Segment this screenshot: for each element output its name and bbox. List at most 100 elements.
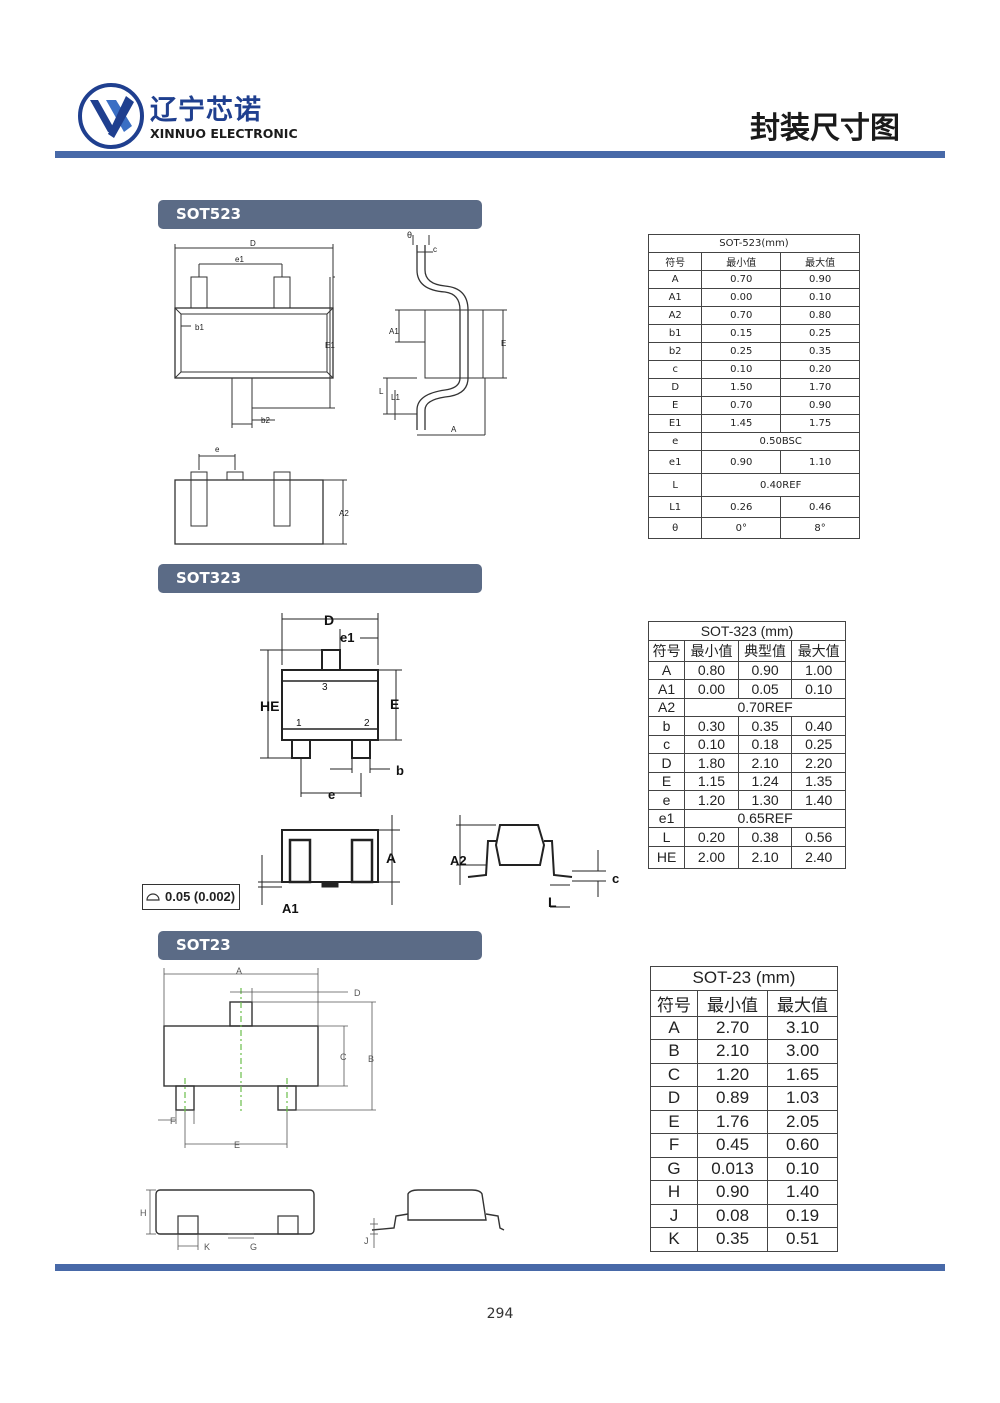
cell: G [649,1156,699,1181]
header-rule [55,151,945,158]
cell: E [647,771,686,791]
cell: 0.80 [780,306,860,325]
cell: 0.35 [697,1227,769,1252]
label-A1: A1 [282,901,299,916]
cell: 0.18 [737,734,793,754]
cell: 1.40 [791,790,846,810]
page-number: 294 [486,1306,514,1322]
cell: 0.26 [701,496,782,518]
cell: E [647,396,703,415]
cell: C [649,1062,699,1087]
label-L1: L1 [391,393,400,402]
label-F: F [170,1116,176,1126]
cell: 2.05 [767,1109,838,1134]
header-symbol: 符号 [649,989,699,1017]
cell: c [647,360,703,379]
header-max: 最大值 [780,252,860,271]
cell: b [647,716,686,736]
cell: 0.00 [701,288,782,307]
cell: 1.76 [697,1109,769,1134]
cell: 0.50BSC [701,432,860,451]
label-L: L [548,894,557,910]
cell: 2.10 [737,845,793,869]
cell: 0.10 [767,1156,838,1181]
cell: 3.00 [767,1039,838,1064]
label-G: G [250,1242,257,1252]
cell: 0.35 [780,342,860,361]
cell: A2 [647,306,703,325]
cell: 8° [780,517,860,539]
tolerance-frame: 0.05 (0.002) [142,884,241,910]
cell: D [649,1086,699,1111]
cell: 1.10 [780,450,860,474]
label-A2: A2 [450,853,467,868]
cell: 1.40 [767,1180,838,1205]
label-HE: HE [260,698,279,714]
label-A: A [236,966,242,976]
cell: 1.70 [780,378,860,397]
cell: 0.25 [701,342,782,361]
cell: 0.15 [701,324,782,343]
label-L: L [379,387,384,396]
header-max: 最大值 [767,989,838,1017]
cell: 0.20 [780,360,860,379]
footer-rule [55,1264,945,1271]
cell: A1 [647,679,686,699]
table-caption: SOT-23 (mm) [650,966,838,991]
cell: 1.80 [684,753,739,773]
cell: 1.20 [697,1062,769,1087]
cell: 0.30 [684,716,739,736]
cell: 0.25 [780,324,860,343]
cell: e1 [647,808,686,828]
profile-tolerance-icon [146,893,160,901]
label-D: D [250,239,256,248]
cell: 0.70 [701,396,782,415]
cell: 1.65 [767,1062,838,1087]
cell: 2.20 [791,753,846,773]
cell: K [649,1227,699,1252]
sot323-drawing: D e1 HE E 3 1 2 b e A A1 A2 L c [258,612,619,916]
cell: 1.45 [701,414,782,433]
label-E1: E1 [325,341,335,350]
cell: E [649,1109,699,1134]
label-A: A [386,850,396,866]
cell: 2.10 [697,1039,769,1064]
cell: A [649,1015,699,1040]
brand-name-cn: 辽宁芯诺 [150,95,262,126]
cell: 0.70 [701,270,782,289]
header-symbol: 符号 [647,252,703,271]
cell: 2.40 [791,845,846,869]
cell: 0.60 [767,1133,838,1158]
cell: 1.03 [767,1086,838,1111]
cell: L [647,473,703,497]
cell: 0.90 [737,660,793,680]
cell: e [647,432,703,451]
label-J: J [364,1236,369,1246]
label-E: E [234,1140,240,1150]
section-title-sot23: SOT23 [158,931,482,960]
cell: 0.19 [767,1203,838,1228]
cell: c [647,734,686,754]
header-max: 最大值 [791,639,846,662]
